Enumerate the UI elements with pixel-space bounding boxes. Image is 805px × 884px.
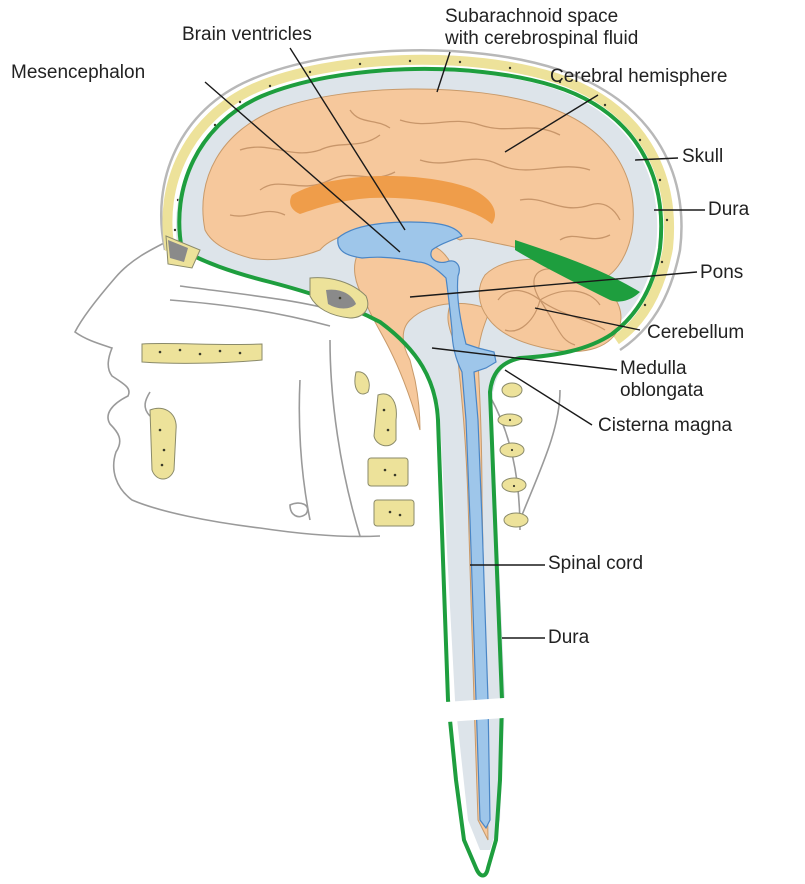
spinal-cord-break [429, 697, 520, 723]
label-cisterna-magna: Cisterna magna [598, 415, 732, 437]
label-subarachnoid-line2: with cerebrospinal fluid [445, 28, 638, 50]
label-dura-lower: Dura [548, 627, 589, 649]
label-subarachnoid-space: Subarachnoid space with cerebrospinal fl… [445, 6, 638, 50]
label-medulla-line2: oblongata [620, 380, 703, 402]
label-spinal-cord: Spinal cord [548, 553, 643, 575]
label-brain-ventricles: Brain ventricles [182, 24, 312, 46]
label-skull: Skull [682, 146, 723, 168]
label-medulla-oblongata: Medulla oblongata [620, 358, 703, 402]
label-cerebellum: Cerebellum [647, 322, 744, 344]
label-cerebral-hemisphere: Cerebral hemisphere [550, 66, 727, 88]
label-mesencephalon: Mesencephalon [11, 62, 145, 84]
label-pons: Pons [700, 262, 743, 284]
label-subarachnoid-line1: Subarachnoid space [445, 6, 638, 28]
label-medulla-line1: Medulla [620, 358, 703, 380]
label-dura-upper: Dura [708, 199, 749, 221]
